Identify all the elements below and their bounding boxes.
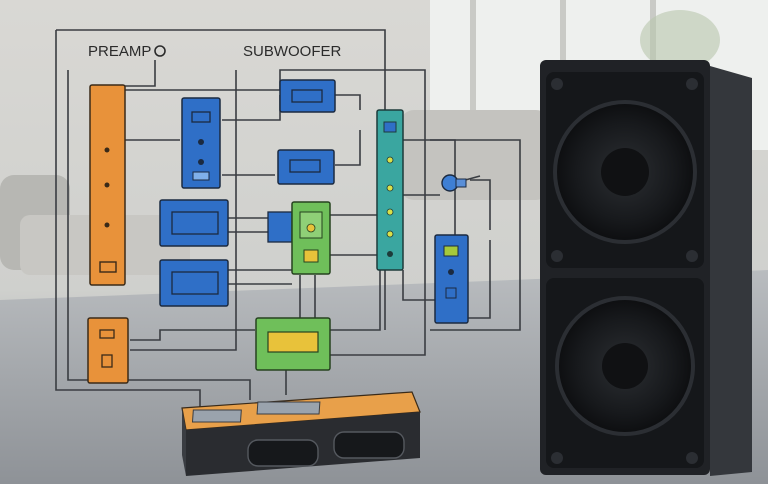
wiring xyxy=(55,29,521,408)
subwoofer-label: SUBWOOFER xyxy=(243,43,342,60)
preamp-label: PREAMP xyxy=(88,43,151,60)
blue-wide-module-lower xyxy=(159,259,229,307)
blue-vertical-module xyxy=(181,97,221,189)
amplifier-unit-icon xyxy=(181,391,421,476)
preamp-tall-module xyxy=(89,84,126,286)
blue-top-module xyxy=(279,79,336,113)
orange-small-module xyxy=(87,317,129,384)
teal-vertical-module xyxy=(376,109,404,271)
blue-connector-block xyxy=(267,211,293,243)
green-bottom-module xyxy=(255,317,331,371)
green-center-module xyxy=(291,201,331,275)
preamp-connector-icon xyxy=(154,45,166,57)
blue-right-module xyxy=(434,234,469,324)
sofa xyxy=(0,110,550,275)
speaker-cabinet-icon xyxy=(540,60,752,476)
blue-mid-module xyxy=(277,149,335,185)
cable-connector-icon xyxy=(441,174,467,192)
blue-wide-module-upper xyxy=(159,199,229,247)
